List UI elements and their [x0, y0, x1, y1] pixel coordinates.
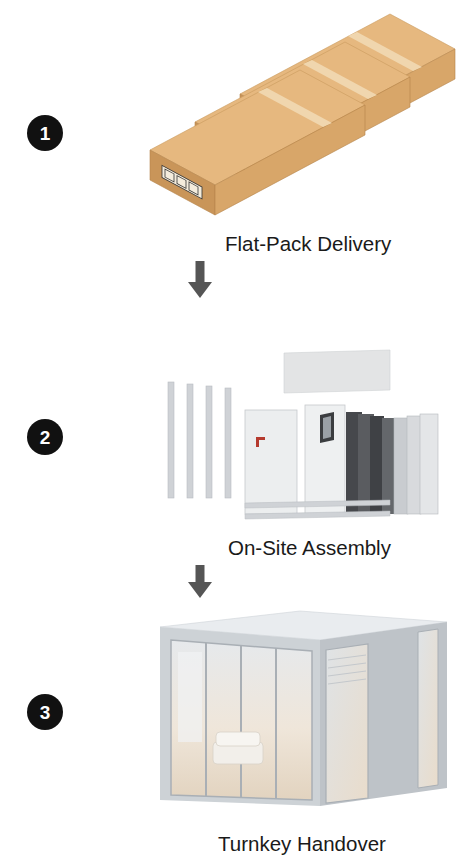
step-label: Turnkey Handover	[180, 830, 458, 858]
step-number: 2	[40, 428, 51, 447]
finished-house	[160, 611, 447, 806]
step-label: On-Site Assembly	[180, 534, 458, 562]
step-label: Flat-Pack Delivery	[180, 230, 458, 258]
step-region: Flat-Pack Delivery	[180, 8, 458, 258]
step-number: 3	[40, 703, 51, 722]
wall-parts	[168, 350, 438, 519]
step-number-circle: 2	[27, 419, 63, 455]
step-number: 1	[40, 124, 51, 143]
flow-arrow	[196, 261, 205, 282]
step-number-circle: 1	[27, 115, 63, 151]
step-region: On-Site Assembly	[180, 300, 458, 562]
step-number-circle: 3	[27, 694, 63, 730]
flow-arrow	[196, 565, 205, 582]
step-region: Turnkey Handover	[180, 600, 458, 858]
cardboard-box	[150, 70, 365, 215]
